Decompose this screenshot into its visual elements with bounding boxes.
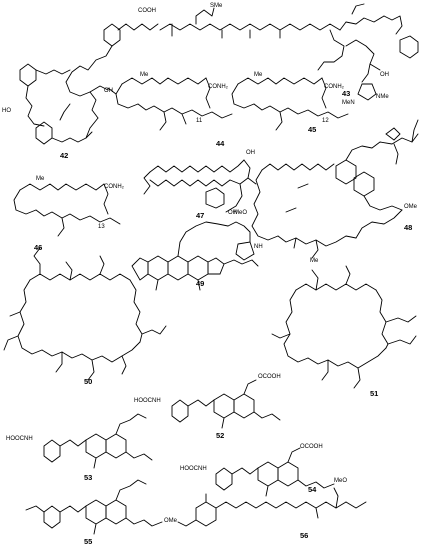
label-oh-42: OH bbox=[104, 88, 113, 94]
compound-number-50: 50 bbox=[84, 377, 93, 386]
label-ho-42a: HO bbox=[2, 108, 11, 114]
structure-53 bbox=[43, 413, 153, 469]
label-me-45: Me bbox=[254, 72, 263, 78]
structure-43 bbox=[159, 3, 419, 101]
label-meo-48: MeO bbox=[234, 210, 248, 216]
label-sub13: 13 bbox=[98, 224, 105, 230]
label-sub12: 12 bbox=[322, 118, 329, 124]
compound-number-51: 51 bbox=[370, 389, 379, 398]
compound-number-47: 47 bbox=[196, 211, 205, 220]
label-me-46: Me bbox=[36, 176, 45, 182]
label-conh2-46: CONH₂ bbox=[104, 184, 124, 190]
structure-56 bbox=[177, 487, 367, 527]
label-cooh: COOH bbox=[138, 8, 156, 14]
compound-number-48: 48 bbox=[404, 223, 413, 232]
label-oh-47b: OH bbox=[228, 210, 237, 216]
label-conh2-44: CONH₂ bbox=[208, 84, 228, 90]
label-meo-56: MeO bbox=[334, 478, 348, 484]
structure-54 bbox=[215, 447, 335, 497]
compound-number-45: 45 bbox=[308, 125, 317, 134]
compound-number-42: 42 bbox=[60, 151, 69, 160]
label-ome-48: OMe bbox=[404, 204, 418, 210]
structure-44 bbox=[107, 77, 233, 131]
label-nh-49: NH bbox=[254, 244, 263, 250]
label-hoocnh-54: HOOCNH bbox=[180, 466, 207, 472]
compound-number-44: 44 bbox=[216, 139, 225, 148]
compound-number-43: 43 bbox=[342, 89, 351, 98]
compound-number-53: 53 bbox=[84, 473, 93, 482]
label-me-48: Me bbox=[310, 258, 319, 264]
label-sme: SMe bbox=[210, 3, 223, 9]
structure-49 bbox=[131, 221, 259, 291]
label-conh2-45: CONH₂ bbox=[324, 84, 344, 90]
label-mene-43: MeN bbox=[342, 100, 355, 106]
structure-52 bbox=[171, 379, 281, 429]
compound-number-46: 46 bbox=[34, 243, 43, 252]
structure-45 bbox=[231, 77, 349, 131]
label-sub11: 11 bbox=[196, 118, 203, 124]
structure-55 bbox=[25, 479, 163, 535]
label-hoocnh-52: HOOCNH bbox=[134, 398, 161, 404]
compound-number-52: 52 bbox=[216, 431, 225, 440]
compound-number-54: 54 bbox=[308, 485, 317, 494]
label-ome-56: OMe bbox=[164, 518, 178, 524]
label-nme-43: NMe bbox=[376, 94, 389, 100]
label-me-44: Me bbox=[140, 72, 149, 78]
structure-46 bbox=[13, 183, 121, 237]
structure-42 bbox=[19, 23, 159, 145]
structure-47 bbox=[143, 159, 257, 213]
label-oh-47a: OH bbox=[246, 150, 255, 156]
label-oh-43: OH bbox=[380, 72, 389, 78]
structure-50 bbox=[3, 247, 167, 381]
structure-48 bbox=[251, 119, 419, 259]
label-ocooh-54: OCOOH bbox=[300, 444, 323, 450]
compound-number-55: 55 bbox=[84, 537, 93, 546]
label-hoocnh-53: HOOCNH bbox=[6, 436, 33, 442]
structure-51 bbox=[271, 265, 417, 389]
compound-number-49: 49 bbox=[196, 279, 205, 288]
compound-number-56: 56 bbox=[300, 531, 309, 540]
label-ocooh-52: OCOOH bbox=[258, 374, 281, 380]
